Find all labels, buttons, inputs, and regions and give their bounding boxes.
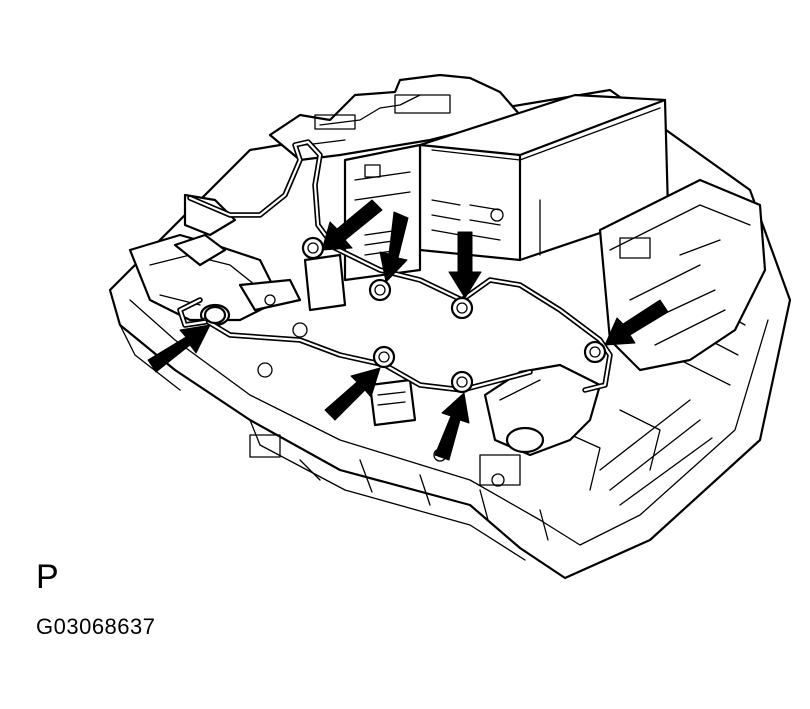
arrow-icon (434, 392, 470, 461)
view-letter: P (36, 558, 59, 596)
arrow-icon (604, 299, 669, 346)
connector-plate (483, 363, 602, 457)
bolt (368, 278, 392, 302)
bolt (372, 345, 396, 369)
side-panels (303, 253, 417, 427)
arrow-icon (324, 367, 381, 421)
bolt (450, 296, 474, 320)
callout-arrows (147, 199, 669, 461)
arrow-icon (321, 199, 383, 251)
figure-code: G03068637 (36, 614, 156, 639)
arrow-icon (448, 231, 482, 299)
arrow-icon (379, 211, 409, 283)
bolt (203, 305, 227, 325)
electronic-control-unit (418, 93, 670, 262)
bolt (583, 340, 607, 364)
bolt (450, 370, 474, 394)
bolt (301, 236, 325, 260)
arrow-icon (147, 324, 211, 373)
bolts (203, 236, 607, 394)
